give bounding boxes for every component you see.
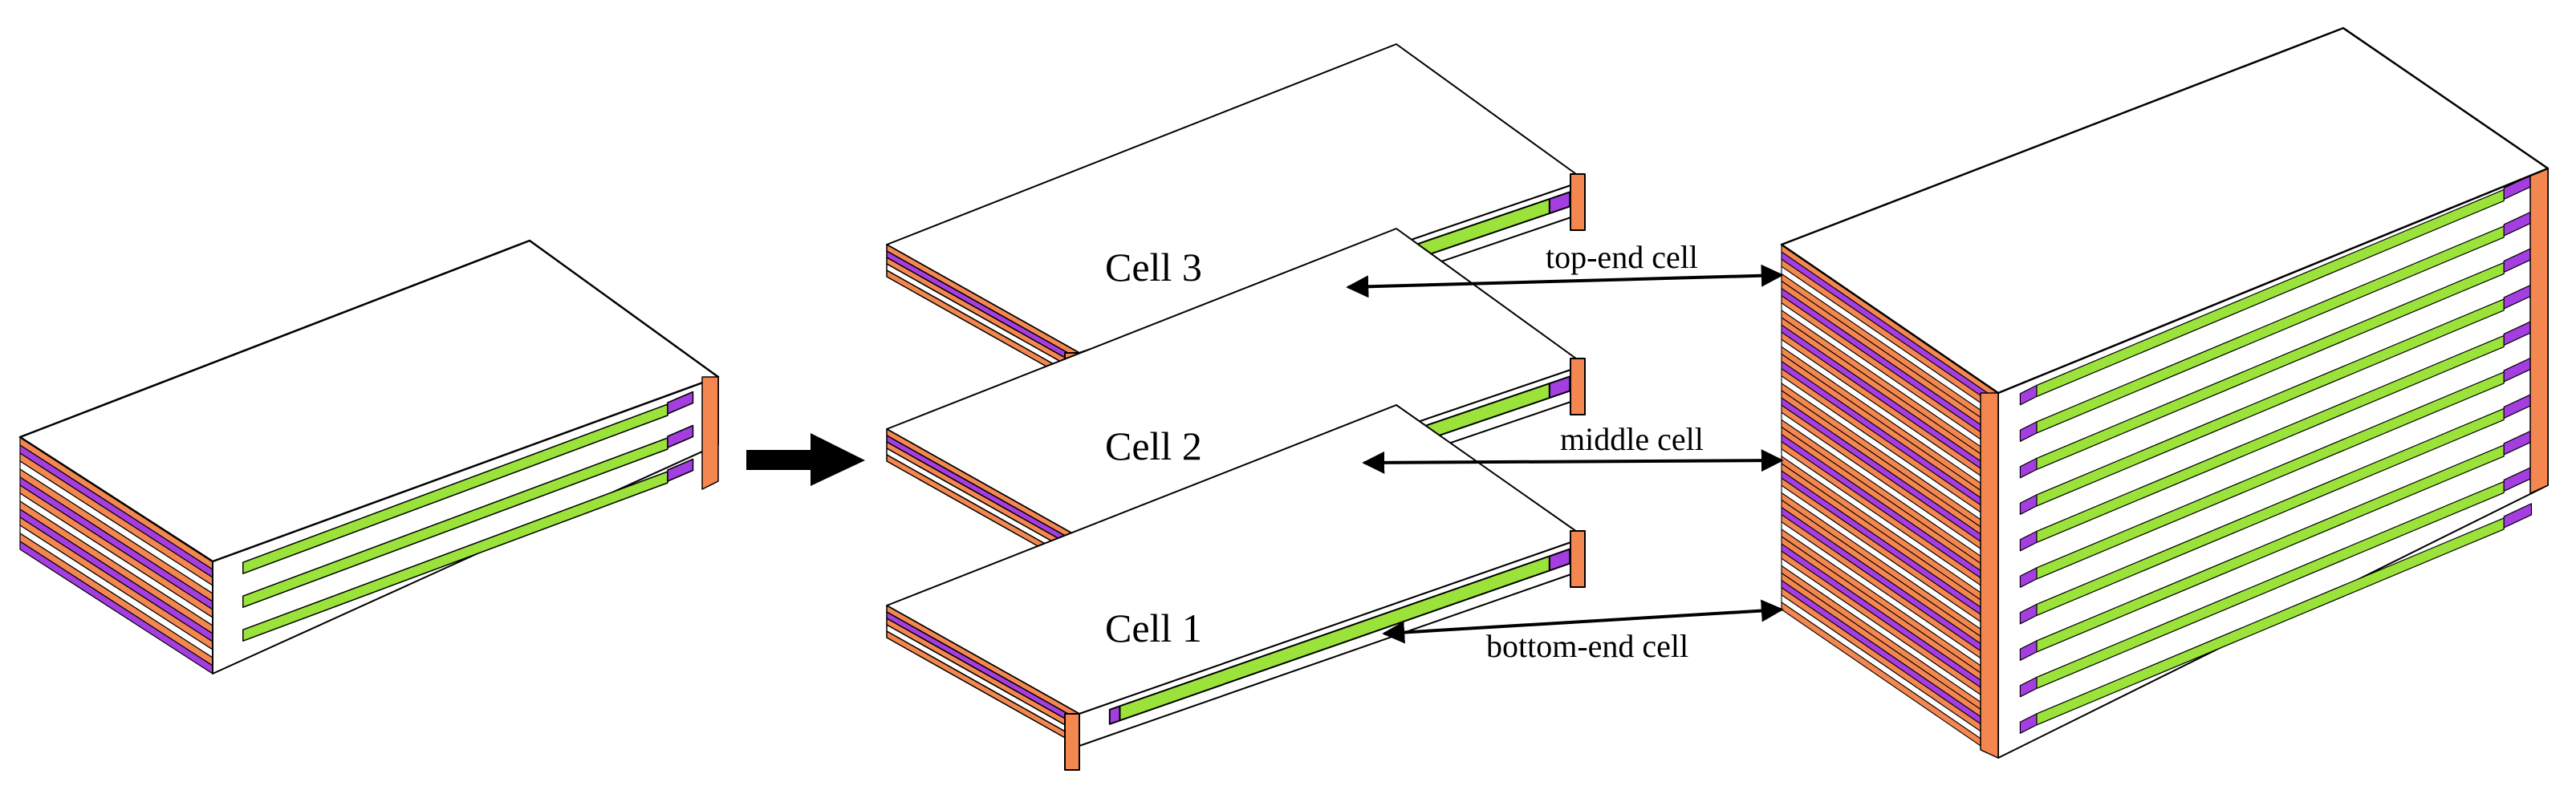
right-purple-manifold [2019, 640, 2038, 661]
plate-leg [1570, 530, 1586, 588]
plate-leg [1570, 358, 1586, 415]
purple-manifold [1108, 705, 1121, 725]
stack-end-post [701, 376, 719, 490]
right-purple-manifold [2019, 713, 2038, 734]
left-purple-manifold [667, 391, 694, 415]
left-green-channel [242, 471, 668, 642]
right-purple-manifold [2019, 384, 2038, 406]
top-end-arrow [1346, 264, 1784, 298]
left-purple-manifold [667, 458, 694, 482]
stack-end-post [2529, 168, 2549, 494]
bottom-end-arrow [1382, 599, 1784, 644]
assembled-three-cell-stack [18, 239, 720, 674]
left-green-channel [242, 403, 668, 574]
right-purple-manifold [2019, 494, 2038, 515]
middle-cell-label: middle cell [1560, 421, 1704, 457]
right-purple-manifold [2019, 676, 2038, 698]
stack-top-face [1780, 26, 2550, 395]
left-green-channel [242, 437, 668, 608]
cell-1-label: Cell 1 [1105, 606, 1202, 650]
top-end-cell-label: top-end cell [1546, 239, 1698, 275]
right-purple-manifold [2019, 567, 2038, 588]
middle-arrow [1362, 449, 1784, 474]
right-purple-manifold [2019, 457, 2038, 479]
cell-3-label: Cell 3 [1105, 245, 1202, 290]
plate-leg [1064, 713, 1080, 771]
plate-leg [1570, 173, 1586, 231]
full-multi-cell-stack [1780, 26, 2550, 759]
cell-1-bottom-end [886, 404, 1586, 771]
left-purple-manifold [667, 424, 694, 448]
right-purple-manifold [2019, 530, 2038, 552]
right-purple-manifold [2019, 603, 2038, 625]
right-purple-manifold [2503, 503, 2533, 529]
stack-end-post [1980, 392, 1999, 759]
bottom-end-cell-label: bottom-end cell [1486, 628, 1688, 664]
cell-2-label: Cell 2 [1105, 423, 1202, 468]
right-purple-manifold [2019, 421, 2038, 442]
explode-arrow-icon [746, 433, 865, 486]
